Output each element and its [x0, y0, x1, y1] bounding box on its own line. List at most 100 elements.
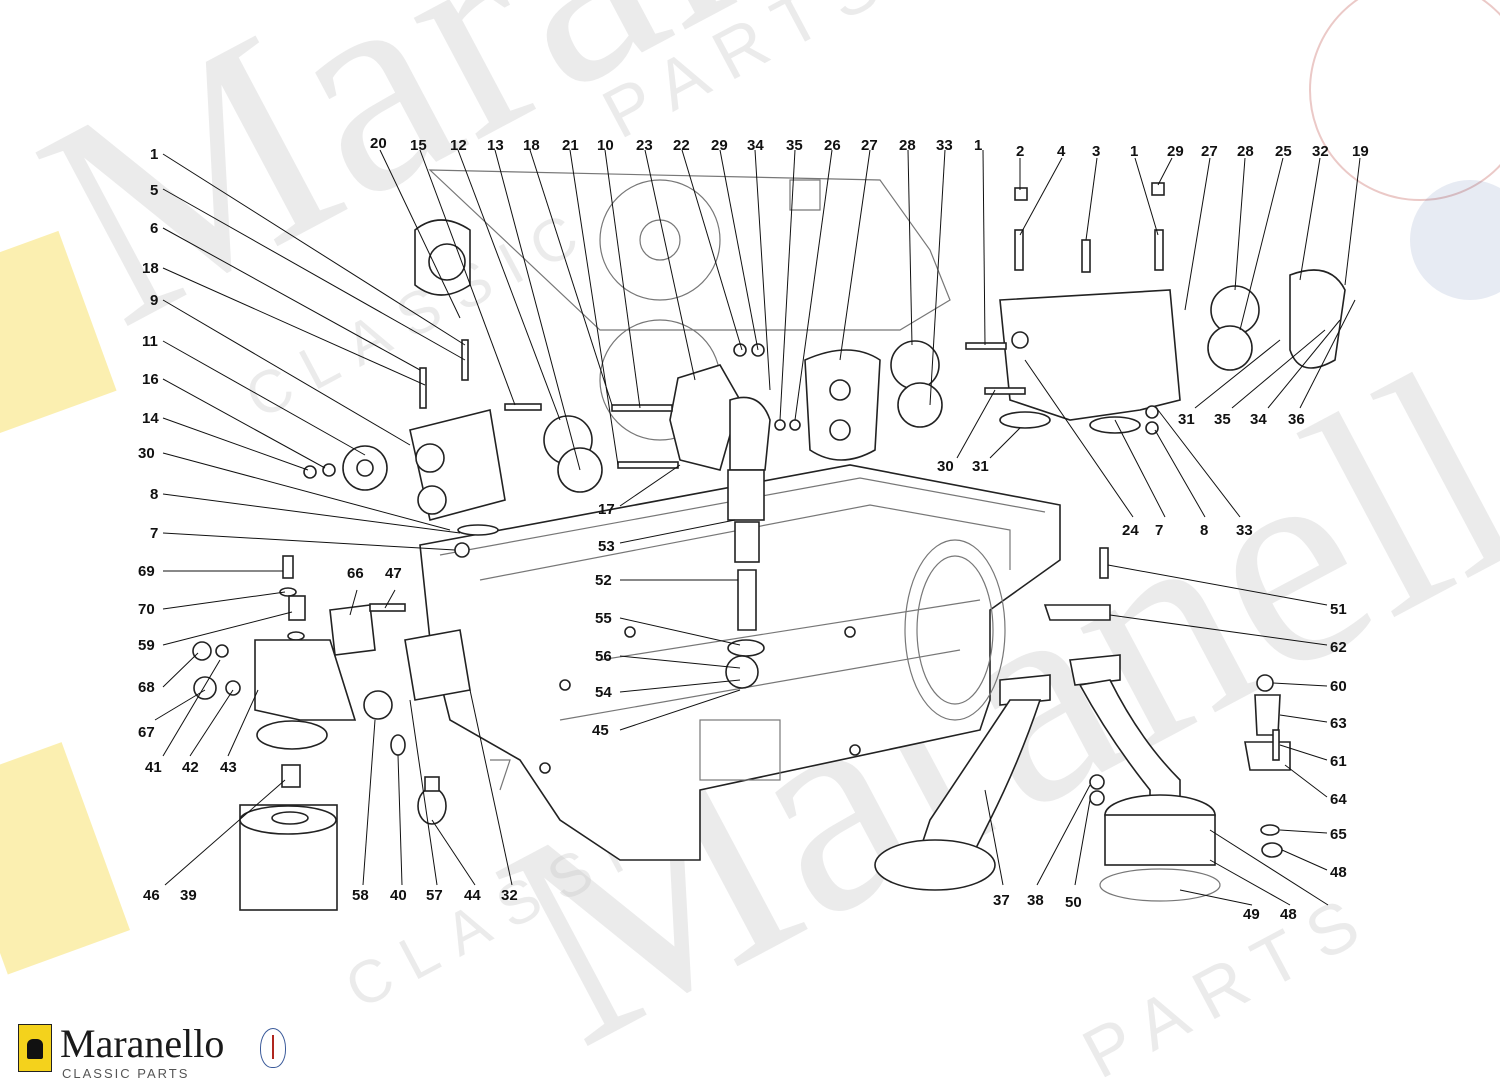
callout-label: 1	[1130, 143, 1138, 160]
callout-label: 11	[142, 333, 158, 350]
left-accessories-drawing	[192, 555, 511, 911]
callout-label: 16	[142, 371, 159, 388]
callout-label: 3	[1092, 143, 1100, 160]
callout-labels: 1 5 6 18 9 11 16 14 30 8 7 69 70 59 68 6…	[138, 135, 1369, 923]
callout-label: 28	[1237, 143, 1254, 160]
left-oil-pump-drawing	[303, 219, 603, 558]
callout-label: 54	[595, 684, 612, 701]
callout-label: 18	[142, 260, 159, 277]
callout-label: 68	[138, 679, 155, 696]
oil-strainer-drawing	[874, 547, 1221, 902]
callout-label: 41	[145, 759, 162, 776]
callout-label: 33	[936, 137, 953, 154]
callout-label: 17	[598, 501, 615, 518]
callout-label: 15	[410, 137, 427, 154]
callout-label: 38	[1027, 892, 1044, 909]
callout-label: 26	[824, 137, 841, 154]
callout-label: 34	[747, 137, 764, 154]
center-pump-cover-drawing	[611, 343, 881, 689]
callout-label: 62	[1330, 639, 1347, 656]
callout-label: 27	[1201, 143, 1218, 160]
right-oil-pump-drawing	[890, 182, 1346, 435]
callout-label: 46	[143, 887, 160, 904]
callout-label: 9	[150, 292, 158, 309]
callout-leaders	[154, 149, 1361, 906]
callout-label: 44	[464, 887, 481, 904]
callout-label: 19	[1352, 143, 1369, 160]
callout-label: 4	[1057, 143, 1066, 160]
callout-label: 14	[142, 410, 159, 427]
callout-label: 35	[1214, 411, 1231, 428]
callout-label: 64	[1330, 791, 1347, 808]
callout-label: 5	[150, 182, 158, 199]
callout-label: 60	[1330, 678, 1347, 695]
callout-label: 12	[450, 137, 467, 154]
callout-label: 45	[592, 722, 609, 739]
relief-valve-drawing	[1244, 674, 1291, 858]
callout-label: 63	[1330, 715, 1347, 732]
callout-label: 37	[993, 892, 1010, 909]
callout-label: 29	[711, 137, 728, 154]
brand-name: Maranello	[60, 1021, 225, 1066]
ferrari-shield-icon	[18, 1024, 52, 1072]
callout-label: 69	[138, 563, 155, 580]
callout-label: 21	[562, 137, 579, 154]
callout-label: 31	[1178, 411, 1195, 428]
callout-label: 51	[1330, 601, 1347, 618]
callout-label: 33	[1236, 522, 1253, 539]
callout-label: 39	[180, 887, 197, 904]
callout-label: 36	[1288, 411, 1305, 428]
callout-label: 55	[595, 610, 612, 627]
callout-label: 30	[138, 445, 155, 462]
callout-label: 2	[1016, 143, 1024, 160]
ferrari-shield-icon	[0, 742, 130, 975]
callout-label: 50	[1065, 894, 1082, 911]
brand-subtitle: CLASSIC PARTS	[62, 1066, 190, 1081]
callout-label: 40	[390, 887, 407, 904]
callout-label: 48	[1280, 906, 1297, 923]
brand-logo: Maranello CLASSIC PARTS	[14, 1018, 294, 1084]
maserati-trident-icon	[260, 1028, 286, 1068]
callout-label: 30	[937, 458, 954, 475]
edge-badges	[0, 0, 1500, 975]
callout-label: 22	[673, 137, 690, 154]
callout-label: 49	[1243, 906, 1260, 923]
callout-label: 66	[347, 565, 364, 582]
callout-label: 31	[972, 458, 989, 475]
callout-label: 53	[598, 538, 615, 555]
callout-label: 65	[1330, 826, 1347, 843]
callout-label: 1	[974, 137, 982, 154]
callout-label: 7	[1155, 522, 1163, 539]
callout-label: 67	[138, 724, 155, 741]
callout-label: 13	[487, 137, 504, 154]
callout-label: 29	[1167, 143, 1184, 160]
callout-label: 70	[138, 601, 155, 618]
callout-label: 42	[182, 759, 199, 776]
maserati-trident-icon	[1410, 180, 1500, 300]
callout-label: 23	[636, 137, 653, 154]
callout-label: 28	[899, 137, 916, 154]
callout-label: 32	[501, 887, 518, 904]
callout-label: 32	[1312, 143, 1329, 160]
callout-label: 8	[1200, 522, 1208, 539]
callout-label: 1	[150, 146, 158, 163]
callout-label: 43	[220, 759, 237, 776]
callout-label: 58	[352, 887, 369, 904]
maserati-trident-icon	[1309, 0, 1500, 201]
callout-label: 52	[595, 572, 612, 589]
callout-label: 61	[1330, 753, 1347, 770]
callout-label: 24	[1122, 522, 1139, 539]
callout-label: 20	[370, 135, 387, 152]
callout-label: 48	[1330, 864, 1347, 881]
callout-label: 6	[150, 220, 158, 237]
ferrari-shield-icon	[0, 230, 117, 436]
watermark-parts-bottom: PARTS	[1070, 876, 1386, 1088]
callout-label: 34	[1250, 411, 1267, 428]
callout-label: 27	[861, 137, 878, 154]
callout-label: 18	[523, 137, 540, 154]
callout-label: 25	[1275, 143, 1292, 160]
callout-label: 35	[786, 137, 803, 154]
callout-label: 57	[426, 887, 443, 904]
callout-label: 47	[385, 565, 402, 582]
